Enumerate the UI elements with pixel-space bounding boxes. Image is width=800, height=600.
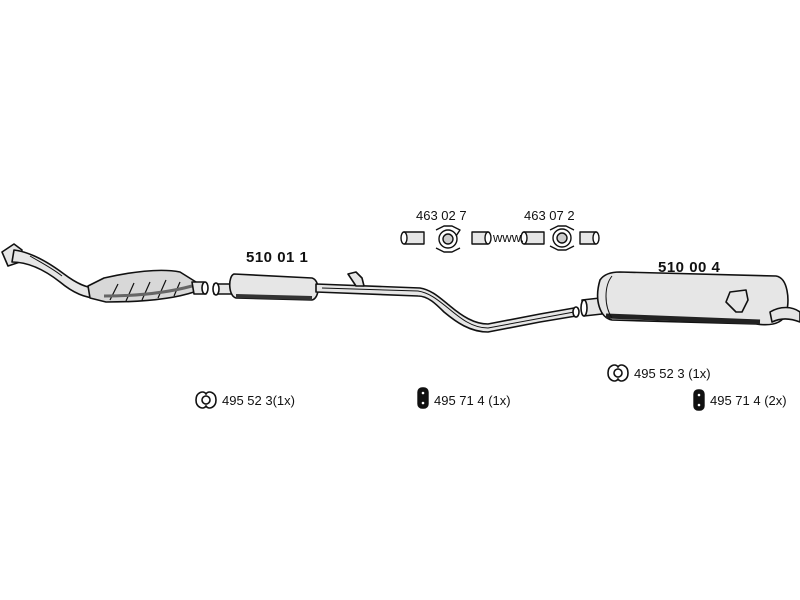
front-silencer-body: [228, 273, 319, 301]
down-pipe: [11, 249, 101, 299]
clamp-463-07-2: [520, 225, 600, 251]
clamp-a-part-number: 463 02 7: [416, 208, 467, 223]
catalytic-converter-assembly: [1, 243, 209, 303]
rear-silencer-hanger: [725, 289, 749, 313]
mount-right-label: 495 71 4 (2x): [710, 393, 787, 408]
gasket-right-label: 495 52 3 (1x): [634, 366, 711, 381]
tail-pipe: [769, 306, 800, 323]
front-silencer-assembly: [212, 271, 580, 333]
gasket-left-label: 495 52 3(1x): [222, 393, 295, 408]
rubber-mount-icon: [417, 387, 429, 409]
front-silencer-part-number: 510 01 1: [246, 249, 309, 266]
clamp-b-part-number: 463 07 2: [524, 208, 575, 223]
gasket-icon: [195, 391, 217, 409]
rubber-mount-icon: [693, 389, 705, 411]
clamp-separator: www.: [493, 230, 525, 245]
mount-center-label: 495 71 4 (1x): [434, 393, 511, 408]
middle-pipe-hanger: [347, 271, 365, 287]
rear-silencer-part-number: 510 00 4: [658, 259, 721, 276]
gasket-icon: [607, 364, 629, 382]
rear-silencer-assembly: [580, 271, 800, 326]
middle-pipe: [315, 283, 577, 333]
clamp-463-02-7: [400, 225, 492, 253]
